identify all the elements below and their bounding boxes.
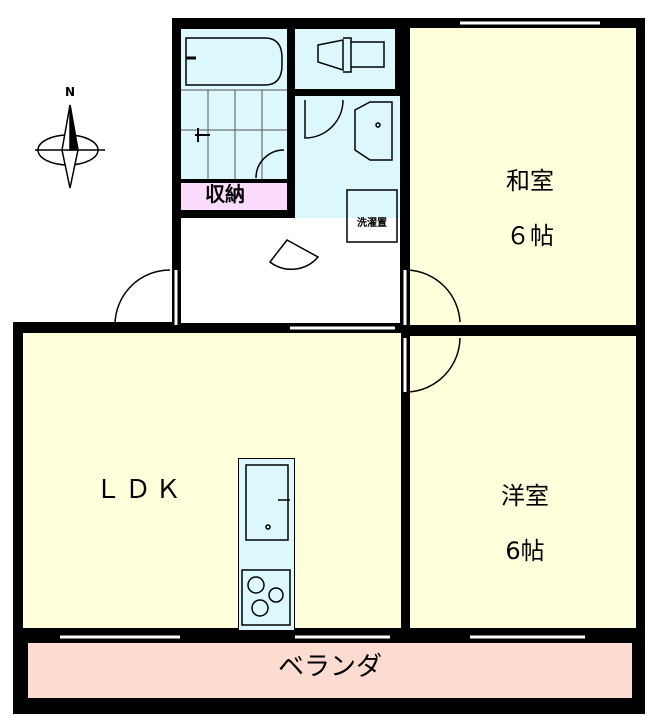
yoshitsu-label: 洋室 6帖 (475, 455, 575, 593)
north-label: N (64, 85, 76, 99)
room-toilet (295, 29, 395, 89)
laundry-area (346, 189, 398, 243)
washitsu-door-swing (407, 269, 461, 323)
storage-label: 収納 (205, 182, 245, 206)
washitsu-label: 和室 ６帖 (480, 140, 580, 278)
room-washitsu (410, 28, 636, 325)
sink-icon (354, 101, 393, 161)
room-veranda (28, 643, 632, 698)
shower-faucet-icon (195, 128, 210, 142)
yoshitsu-name: 洋室 (501, 481, 549, 510)
room-ldk (23, 333, 401, 628)
washroom-door-swing (268, 239, 320, 271)
laundry-label: 洗濯置 (357, 218, 387, 229)
yoshitsu-door-swing (407, 337, 461, 393)
kitchen-sink-icon (245, 464, 289, 541)
bath-door-swing (255, 149, 285, 179)
hallway (181, 218, 400, 323)
north-arrow-icon (35, 104, 105, 189)
yoshitsu-size: 6帖 (505, 536, 545, 565)
washitsu-name: 和室 (506, 166, 554, 195)
room-yoshitsu (410, 336, 636, 628)
toilet-door-swing (304, 99, 344, 139)
room-storage (181, 183, 287, 210)
ldk-label: ＬＤＫ (94, 475, 185, 505)
stove-burner-icon (247, 576, 265, 594)
bathtub-icon (185, 37, 283, 86)
toilet-icon (317, 37, 385, 73)
veranda-label: ベランダ (277, 652, 382, 682)
hallway-ext (287, 250, 400, 260)
washitsu-size: ６帖 (506, 221, 554, 250)
entrance-door-swing (114, 269, 171, 326)
